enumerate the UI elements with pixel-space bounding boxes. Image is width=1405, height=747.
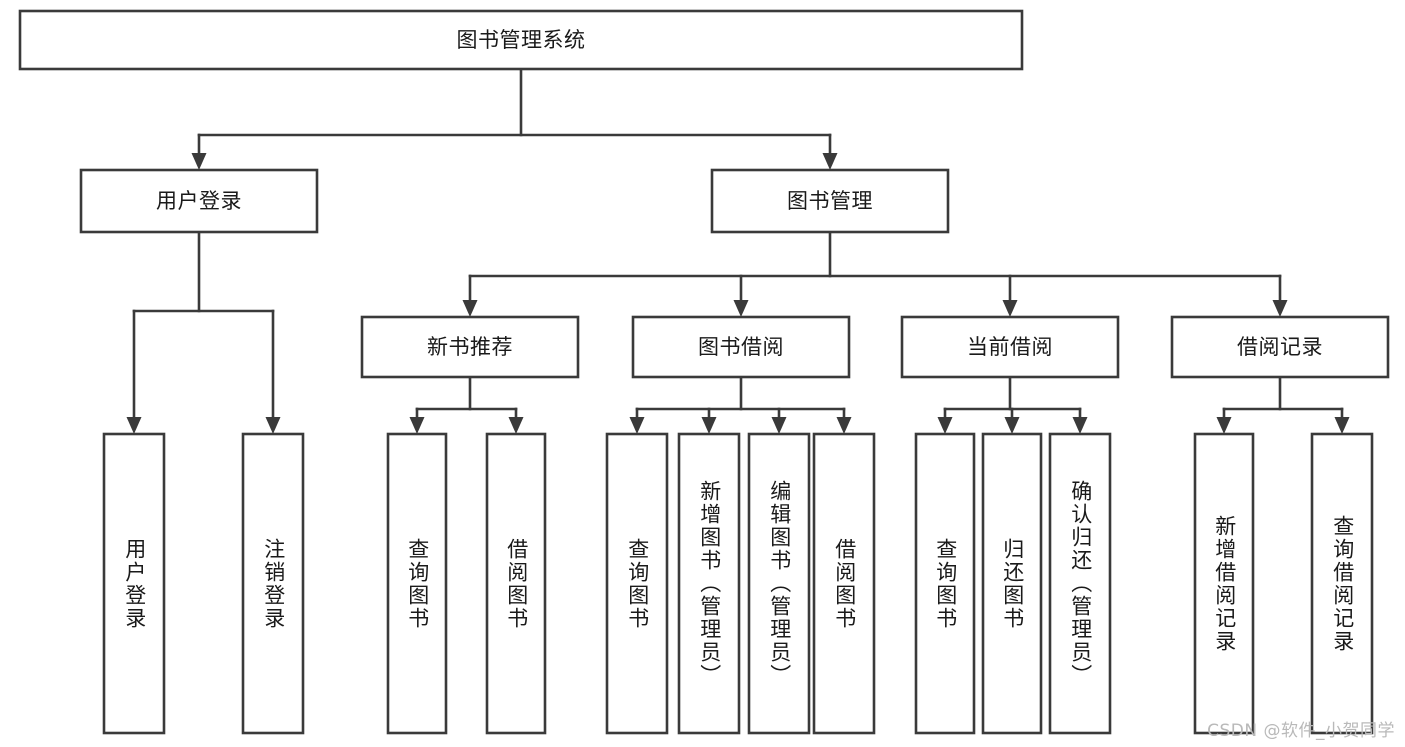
node-box — [605, 432, 669, 735]
arrow-head-icon — [1004, 417, 1020, 434]
node-new-book-recommend[interactable]: 新书推荐 — [360, 315, 580, 379]
node-cb-return[interactable] — [981, 432, 1043, 735]
node-borrow-record[interactable]: 借阅记录 — [1170, 315, 1390, 379]
node-label: 当前借阅 — [967, 335, 1053, 359]
node-box — [485, 432, 547, 735]
arrow-head-icon — [409, 417, 425, 434]
node-box — [747, 432, 811, 735]
node-label: 借阅记录 — [1237, 335, 1323, 359]
node-bb-add[interactable] — [677, 432, 741, 735]
arrow-head-icon — [126, 417, 142, 434]
arrow-head-icon — [701, 417, 717, 434]
arrow-head-icon — [771, 417, 787, 434]
node-box — [1170, 315, 1390, 379]
arrow-head-icon — [937, 417, 953, 434]
node-box — [1310, 432, 1374, 735]
node-nbr-borrow[interactable] — [485, 432, 547, 735]
node-login[interactable] — [102, 432, 166, 735]
node-current-borrow[interactable]: 当前借阅 — [900, 315, 1120, 379]
arrow-head-icon — [1272, 300, 1288, 317]
arrow-head-icon — [1072, 417, 1088, 434]
node-box — [386, 432, 448, 735]
node-cb-query[interactable] — [914, 432, 976, 735]
node-box — [677, 432, 741, 735]
arrow-head-icon — [836, 417, 852, 434]
arrow-head-icon — [508, 417, 524, 434]
edges-layer — [126, 67, 1350, 434]
node-root[interactable]: 图书管理系统 — [18, 9, 1024, 71]
node-logout[interactable] — [241, 432, 305, 735]
arrow-head-icon — [191, 153, 207, 170]
node-box — [914, 432, 976, 735]
node-box — [241, 432, 305, 735]
node-box — [710, 168, 950, 234]
node-bb-query[interactable] — [605, 432, 669, 735]
arrow-head-icon — [733, 300, 749, 317]
arrow-head-icon — [1002, 300, 1018, 317]
node-br-add[interactable] — [1193, 432, 1255, 735]
node-bb-borrow[interactable] — [812, 432, 876, 735]
node-label: 图书管理系统 — [457, 28, 586, 52]
node-box — [631, 315, 851, 379]
node-br-query[interactable] — [1310, 432, 1374, 735]
node-box — [360, 315, 580, 379]
arrow-head-icon — [629, 417, 645, 434]
node-box — [981, 432, 1043, 735]
node-box — [18, 9, 1024, 71]
node-bb-edit[interactable] — [747, 432, 811, 735]
arrow-head-icon — [1216, 417, 1232, 434]
node-nbr-query[interactable] — [386, 432, 448, 735]
node-label: 图书管理 — [787, 189, 873, 213]
arrow-head-icon — [265, 417, 281, 434]
node-user-login[interactable]: 用户登录 — [79, 168, 319, 234]
node-cb-confirm[interactable] — [1048, 432, 1112, 735]
node-label: 新书推荐 — [427, 335, 513, 359]
node-box — [1193, 432, 1255, 735]
node-box — [102, 432, 166, 735]
arrow-head-icon — [822, 153, 838, 170]
arrow-head-icon — [1334, 417, 1350, 434]
node-box — [812, 432, 876, 735]
watermark: CSDN @软件_小贺同学 — [1207, 721, 1395, 741]
node-book-borrow[interactable]: 图书借阅 — [631, 315, 851, 379]
node-box — [79, 168, 319, 234]
node-label: 用户登录 — [156, 189, 242, 213]
arrow-head-icon — [462, 300, 478, 317]
node-box — [900, 315, 1120, 379]
node-book-manage[interactable]: 图书管理 — [710, 168, 950, 234]
node-box — [1048, 432, 1112, 735]
node-label: 图书借阅 — [698, 335, 784, 359]
